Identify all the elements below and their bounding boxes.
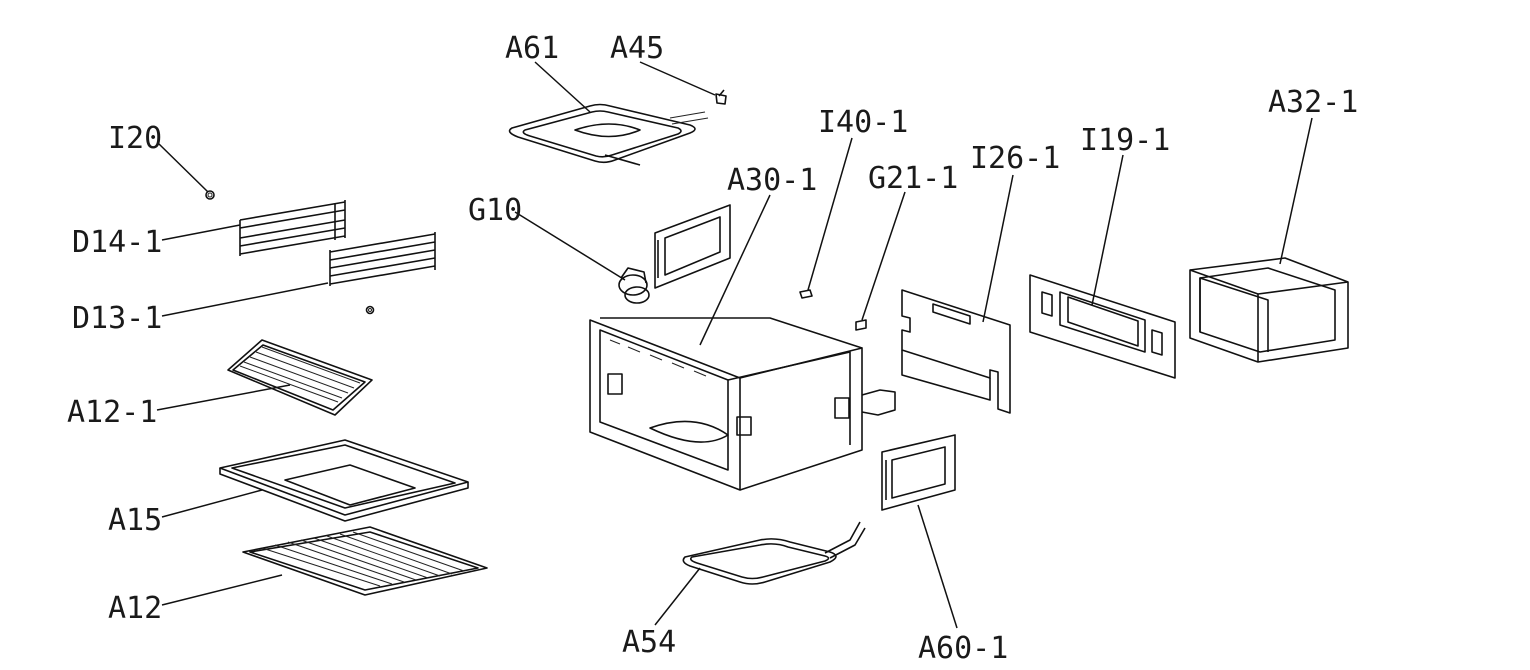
part-i26-1-insulation-panel	[901, 289, 1011, 414]
label-i40-1: I40-1	[818, 105, 908, 140]
label-a12-1: A12-1	[67, 395, 157, 430]
part-d13-1-side-rack	[329, 232, 436, 286]
part-a60-1-side-rail-top	[654, 204, 731, 289]
part-a60-1-side-rail-bottom	[881, 434, 956, 511]
label-a15: A15	[108, 503, 162, 538]
leader-i26-1	[982, 174, 1014, 323]
leader-g21-1	[861, 191, 906, 321]
part-a12-1-wire-grill	[227, 339, 373, 416]
label-d14-1: D14-1	[72, 225, 162, 260]
part-i20-nut	[205, 190, 375, 315]
label-i26-1: I26-1	[970, 141, 1060, 176]
leader-lines	[156, 61, 1313, 629]
label-a54: A54	[622, 625, 676, 660]
part-a15-baking-tray	[219, 439, 469, 522]
label-a60-1: A60-1	[918, 631, 1008, 666]
label-a61: A61	[505, 31, 559, 66]
leader-a12-1	[156, 384, 291, 411]
leader-d14-1	[161, 224, 241, 241]
leader-a15	[161, 489, 263, 518]
leader-i20	[157, 142, 209, 193]
leader-a60-1	[917, 504, 958, 629]
part-labels: A61 A45 I20 I40-1 A32-1 I19-1 I26-1 G21-…	[67, 31, 1358, 666]
label-i19-1: I19-1	[1080, 123, 1170, 158]
label-g21-1: G21-1	[868, 161, 958, 196]
part-a45-clip	[715, 89, 727, 105]
part-a32-1-outer-casing	[1189, 257, 1349, 363]
label-g10: G10	[468, 193, 522, 228]
part-g10-lamp	[618, 267, 650, 304]
part-a30-1-oven-cavity	[589, 317, 896, 491]
part-a61-top-heater	[508, 103, 709, 166]
leader-a32-1	[1279, 117, 1313, 265]
part-g21-1-clip	[855, 319, 867, 331]
leader-a54	[654, 567, 701, 626]
leader-i19-1	[1091, 154, 1124, 306]
label-a12: A12	[108, 591, 162, 626]
leader-g10	[514, 211, 626, 281]
part-i40-1-clip	[799, 289, 813, 299]
label-a32-1: A32-1	[1268, 85, 1358, 120]
label-i20: I20	[108, 121, 162, 156]
part-i19-1-front-frame	[1029, 274, 1176, 379]
label-a45: A45	[610, 31, 664, 66]
label-a30-1: A30-1	[727, 163, 817, 198]
part-a12-wire-rack	[242, 526, 488, 596]
leader-i40-1	[807, 137, 853, 291]
leader-a30-1	[699, 194, 771, 346]
part-d14-1-side-rack	[239, 200, 346, 256]
label-d13-1: D13-1	[72, 301, 162, 336]
leader-a61	[534, 61, 591, 113]
part-a54-bottom-heater	[682, 521, 866, 585]
leader-a45	[639, 61, 716, 96]
leader-a12	[161, 574, 283, 606]
leader-d13-1	[161, 282, 329, 317]
